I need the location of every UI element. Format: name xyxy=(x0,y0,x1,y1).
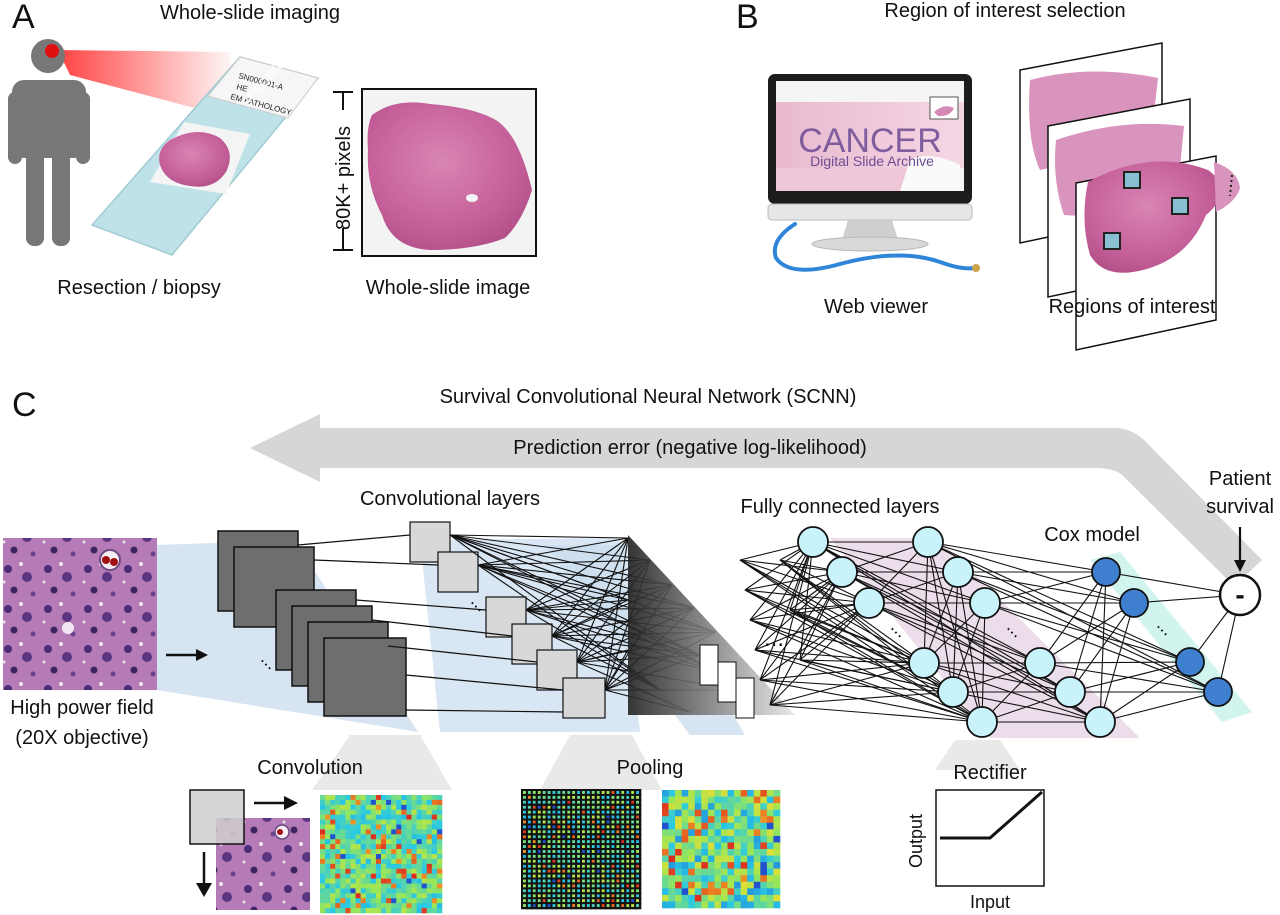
fc-node xyxy=(1054,676,1086,708)
monitor xyxy=(767,74,973,252)
wsi-tissue xyxy=(367,102,532,250)
conv-connections xyxy=(297,534,564,713)
pooling-label: Pooling xyxy=(616,757,684,779)
screen-title: CANCER xyxy=(798,122,942,160)
output-node-sign: - xyxy=(1235,579,1244,610)
pool-input-map xyxy=(521,789,642,910)
fc-node xyxy=(937,676,969,708)
cox-node xyxy=(1119,588,1149,618)
scale-label: 80K+ pixels xyxy=(333,126,355,230)
conv-output-map xyxy=(320,795,443,914)
panel-b: CANCER Digital Slide Archive xyxy=(767,42,1240,351)
cox-node xyxy=(1091,557,1121,587)
pooled-maps xyxy=(409,521,606,719)
fc-node xyxy=(797,526,829,558)
convolution-label: Convolution xyxy=(257,757,363,779)
ellipsis-mid: ... xyxy=(764,625,784,652)
layer-cone xyxy=(628,535,795,715)
red-marker xyxy=(45,44,59,58)
panel-b-title: Region of interest selection xyxy=(884,0,1126,22)
scan-beam xyxy=(58,50,240,120)
cox-node xyxy=(1175,647,1205,677)
panel-a: SN000001-A HE EM PATHOLOGY SPECIMEN 80K+… xyxy=(8,39,537,257)
output-node xyxy=(1218,573,1262,617)
panel-c: - ... ... ... ... ... ... xyxy=(3,414,1262,914)
panel-b-letter: B xyxy=(736,0,759,36)
callout-pool xyxy=(540,735,662,790)
rectifier-x-label: Input xyxy=(969,892,1011,912)
fc-node xyxy=(908,647,940,679)
panel-a-caption-right: Whole-slide image xyxy=(365,277,531,299)
fc-node xyxy=(966,706,998,738)
pool-output-map xyxy=(662,790,781,909)
person-icon xyxy=(8,39,90,246)
fc-layer-2 xyxy=(912,526,1116,738)
callout-rect xyxy=(935,740,1020,770)
panel-b-caption-right: Regions of interest xyxy=(1048,296,1216,318)
panel-c-letter: C xyxy=(12,386,37,424)
fc-node xyxy=(853,587,885,619)
hpf-label-1: High power field xyxy=(10,697,154,719)
glass-slide xyxy=(90,56,320,256)
screen-subtitle: Digital Slide Archive xyxy=(810,153,934,169)
fc-node xyxy=(912,526,944,558)
panel-a-letter: A xyxy=(12,0,35,36)
panel-b-caption-left: Web viewer xyxy=(823,296,929,318)
slide-label-line-2: HE xyxy=(235,82,248,94)
error-arrow-label: Prediction error (negative log-likelihoo… xyxy=(513,437,867,459)
fc-node xyxy=(826,556,858,588)
panel-a-caption-left: Resection / biopsy xyxy=(57,277,221,299)
cox-layer xyxy=(1091,557,1233,707)
conv-layers-label: Convolutional layers xyxy=(359,488,541,510)
fc-node xyxy=(942,556,974,588)
rectifier-y-label: Output xyxy=(906,813,926,868)
conv-kernel xyxy=(189,789,245,845)
feature-maps xyxy=(217,530,407,717)
layer-slabs xyxy=(699,644,755,719)
cox-node xyxy=(1203,677,1233,707)
hpf-image xyxy=(3,538,157,690)
error-arrow xyxy=(250,414,1262,586)
cox-model-label: Cox model xyxy=(1044,524,1140,546)
roi-markers xyxy=(1103,171,1189,250)
patient-survival-label-2: survival xyxy=(1206,496,1274,518)
fc-node xyxy=(969,587,1001,619)
panel-a-title: Whole-slide imaging xyxy=(159,2,341,24)
fc-layer-1 xyxy=(797,526,998,738)
fc-layers-label: Fully connected layers xyxy=(740,496,940,518)
patient-survival-label-1: Patient xyxy=(1208,468,1272,490)
rectifier-label: Rectifier xyxy=(953,762,1027,784)
hpf-label-2: (20X objective) xyxy=(15,727,149,749)
fc-node xyxy=(1024,647,1056,679)
slide-tissue xyxy=(159,131,230,187)
rectifier-curve xyxy=(940,790,1043,840)
fc-node xyxy=(1084,706,1116,738)
mouse-cable xyxy=(772,222,976,272)
callout-conv xyxy=(312,735,452,790)
panel-c-title: Survival Convolutional Neural Network (S… xyxy=(439,386,857,408)
